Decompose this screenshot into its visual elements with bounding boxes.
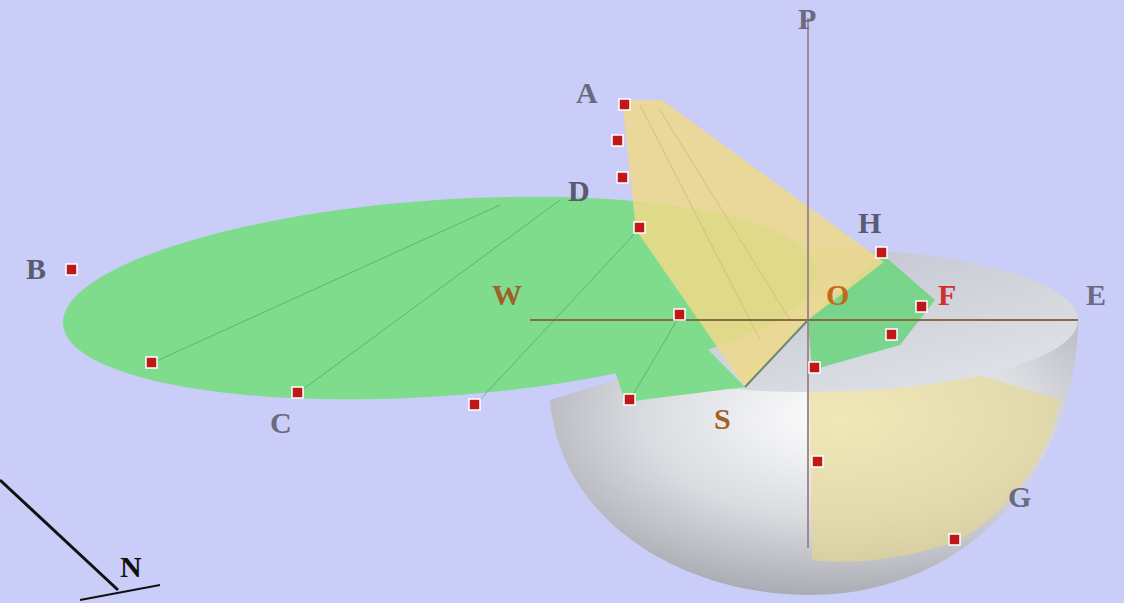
point-label: G [1006,482,1033,512]
hour-plane [622,100,884,387]
point-label: D [566,176,592,206]
meridian-line [745,320,808,387]
compass-needle [0,480,118,590]
compass-label: N [118,552,144,582]
direction-label: S [712,404,733,434]
hatch-lines [152,200,680,405]
compass-needle [80,585,160,600]
point-label: B [24,254,48,284]
direction-label: E [1084,280,1108,310]
point-label: F [936,280,958,310]
polar-axis [807,18,809,548]
point-label: H [856,208,883,238]
point-label: O [824,280,851,310]
point-label: A [574,78,600,108]
east-west-line [530,319,1078,321]
direction-label: W [490,280,524,310]
axis-label: P [796,4,818,34]
points [66,99,960,545]
hatch-lines [640,105,790,340]
point-label: C [268,408,294,438]
